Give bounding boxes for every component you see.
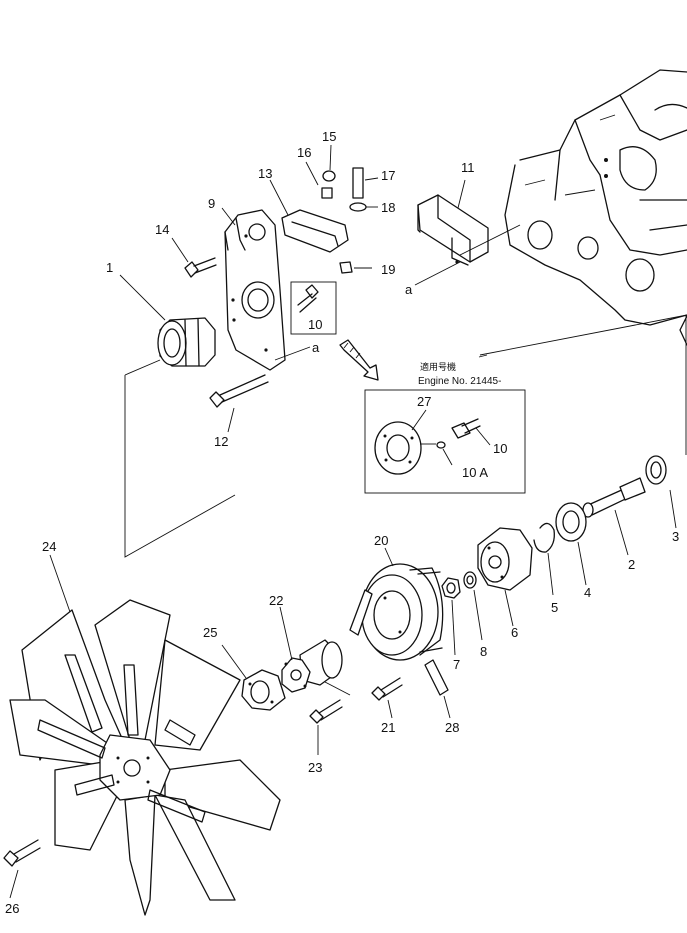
callout-10-main: 10 xyxy=(308,317,322,332)
callout-13: 13 xyxy=(258,166,272,181)
callout-16: 16 xyxy=(297,145,311,160)
bolt-23 xyxy=(309,699,343,755)
callout-14: 14 xyxy=(155,222,169,237)
direction-arrow xyxy=(339,339,379,381)
reference-a-plate: a xyxy=(312,340,320,355)
callout-1: 1 xyxy=(106,260,113,275)
callout-27: 27 xyxy=(417,394,431,409)
bracket-13 xyxy=(269,179,349,253)
callout-5: 5 xyxy=(551,600,558,615)
callout-3: 3 xyxy=(672,529,679,544)
bearing-3 xyxy=(645,315,687,529)
callout-23: 23 xyxy=(308,760,322,775)
callout-18: 18 xyxy=(381,200,395,215)
callout-15: 15 xyxy=(322,129,336,144)
bolt-12 xyxy=(209,374,269,433)
bolt-26 xyxy=(3,839,41,899)
callout-4: 4 xyxy=(584,585,591,600)
callout-21: 21 xyxy=(381,720,395,735)
sleeve-1 xyxy=(119,274,216,367)
inset-panel xyxy=(364,389,526,494)
callout-17: 17 xyxy=(381,168,395,183)
callout-10-inset: 10 xyxy=(493,441,507,456)
callout-24: 24 xyxy=(42,539,56,554)
mounting-plate-9 xyxy=(221,207,286,371)
reference-a-block: a xyxy=(405,282,413,297)
callout-9: 9 xyxy=(208,196,215,211)
callout-26: 26 xyxy=(5,901,19,916)
engine-block xyxy=(504,69,687,346)
callout-12: 12 xyxy=(214,434,228,449)
bracket-11 xyxy=(417,179,489,266)
bolt-10 xyxy=(290,281,337,335)
spacer-22 xyxy=(279,606,351,696)
callout-20: 20 xyxy=(374,533,388,548)
callout-22: 22 xyxy=(269,593,283,608)
inset-caption-en: Engine No. 21445- xyxy=(418,376,501,387)
snap-ring-5 xyxy=(533,522,555,596)
bolt-14 xyxy=(171,237,217,278)
inset-caption-jp: 適用号機 xyxy=(420,361,456,372)
callout-6: 6 xyxy=(511,625,518,640)
belt-28 xyxy=(349,589,451,719)
callout-2: 2 xyxy=(628,557,635,572)
bearing-4 xyxy=(555,502,587,586)
shaft-2 xyxy=(582,477,646,556)
fan-24 xyxy=(9,554,281,916)
hardware-15-19 xyxy=(305,144,379,274)
callout-7: 7 xyxy=(453,657,460,672)
hub-6 xyxy=(477,527,533,627)
callout-11: 11 xyxy=(461,160,475,175)
callout-8: 8 xyxy=(480,644,487,659)
callout-19: 19 xyxy=(381,262,395,277)
pulley-20 xyxy=(361,547,444,661)
nut-7-washer-8 xyxy=(441,571,483,656)
callout-10a: 10 A xyxy=(462,465,488,480)
callout-28: 28 xyxy=(445,720,459,735)
spacer-25 xyxy=(221,644,286,711)
callout-25: 25 xyxy=(203,625,217,640)
bolt-21 xyxy=(371,677,403,719)
guide-lines xyxy=(124,224,687,558)
